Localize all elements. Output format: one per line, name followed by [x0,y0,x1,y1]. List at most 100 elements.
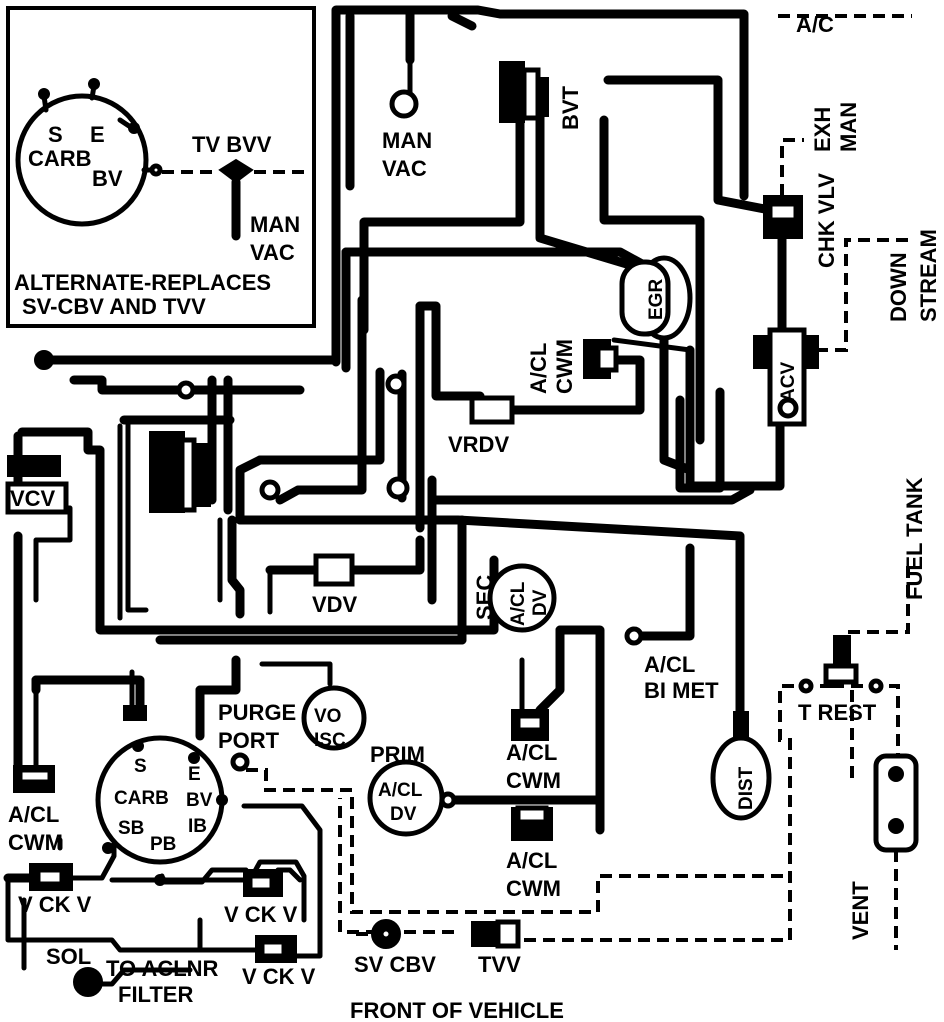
inset-s-label: S [48,122,63,147]
vckv-valve-3 [255,935,297,963]
man-vac-label-1: MAN [382,128,432,153]
sv-cbv-label: SV CBV [354,952,436,977]
prim-label: PRIM [370,742,425,767]
prim-dv-label: DV [390,804,417,825]
vckv-label-2: V CK V [224,902,298,927]
inset-tv-bvv-valve [218,158,254,184]
stream-label: STREAM [916,229,941,322]
acl-cwm-mid-label-2: CWM [506,768,561,793]
vo-isc [301,685,367,751]
sec-acl-label: A/CL [508,581,529,626]
carb-sb-label: SB [118,818,144,839]
inset-carb-label: CARB [28,146,92,171]
acl-cwm-low [511,805,553,841]
acl-cwm-left-label-2: CWM [8,830,63,855]
acl-cwm-top [583,339,619,379]
vckv-valve-2 [243,869,283,897]
to-aclnr-label-1: TO ACLNR [106,956,219,981]
t-rest-label: T REST [798,700,877,725]
acl-cwm-left [13,765,55,793]
acl-cwm-top-label-2: CWM [552,339,577,394]
vcv-left-label: VCV [10,486,56,511]
dashed-routing [246,14,912,950]
bvt-label: BVT [558,85,583,130]
tvv-valve [471,919,521,949]
carb-ib-label: IB [188,816,207,837]
bvt-valve [499,61,549,123]
inset-alternate-line2: SV-CBV AND TVV [22,294,206,319]
ac-label: A/C [796,12,834,37]
vrdv-label: VRDV [448,432,509,457]
carb-e-label: E [188,764,201,785]
distributor [710,711,772,821]
vcv-middle-label: VCV [158,462,183,508]
inset-vac-label: VAC [250,240,295,265]
front-of-vehicle-label: FRONT OF VEHICLE [350,998,564,1022]
port-label: PORT [218,728,280,753]
sec-acl-dv [487,563,557,633]
exh-label: EXH [810,107,835,152]
inset-bv-label: BV [92,166,123,191]
acl-cwm-mid-label-1: A/CL [506,740,557,765]
acl-cwm-top-label-1: A/CL [526,343,551,394]
acv-label: ACV [778,362,799,402]
inset-carburetor [15,93,149,227]
sec-dv-label: DV [530,589,551,616]
fuel-tank-label: FUEL TANK [902,477,927,600]
chk-vlv-label: CHK VLV [814,173,839,268]
inset-e-label: E [90,122,105,147]
fuel-tank-canister [873,753,919,853]
acv-valve [753,327,819,427]
man-vac-port [389,89,419,119]
to-aclnr-label-2: FILTER [118,982,193,1007]
acl-cwm-low-label-1: A/CL [506,848,557,873]
man-label: MAN [836,102,861,152]
acl-cwm-mid [511,709,549,741]
sol-label: SOL [46,944,91,969]
fitting [385,373,407,395]
egr-label: EGR [646,279,667,320]
vacuum-hoses [3,5,787,987]
vckv-label-1: V CK V [18,892,92,917]
vdv-label: VDV [312,592,358,617]
inset-man-label: MAN [250,212,300,237]
man-vac-label-2: VAC [382,156,427,181]
acl-cwm-left-label-1: A/CL [8,802,59,827]
egr-valve [619,255,693,341]
alternate-inset: S E CARB BV TV BVV MAN VAC ALTERNATE-REP… [6,6,316,328]
vcv-middle-valve [149,431,211,513]
vdv-valve [313,553,355,587]
carb-s-label: S [134,756,147,777]
vrdv-valve [469,395,515,425]
acl-cwm-low-label-2: CWM [506,876,561,901]
carb-bv-label: BV [186,790,213,811]
acl-bimet-label-2: BI MET [644,678,719,703]
acl-bimet-label-1: A/CL [644,652,695,677]
fitting [123,705,147,721]
fitting [386,476,410,500]
solenoid [73,967,103,997]
vckv-valve-1 [29,863,73,891]
vcv-left-valve [5,455,69,515]
fitting [259,479,281,501]
inset-tv-bvv-label: TV BVV [192,132,272,157]
inset-alternate-line1: ALTERNATE-REPLACES [14,270,271,295]
sec-label: SEC [472,575,497,620]
purge-label: PURGE [218,700,296,725]
carburetor [95,735,228,886]
vckv-label-3: V CK V [242,964,316,989]
dist-label: DIST [736,766,757,810]
vent-label: VENT [848,881,873,940]
carb-label: CARB [114,788,169,809]
prim-acl-label: A/CL [378,780,423,801]
fuel-tank-fitting [823,635,859,685]
tvv-label: TVV [478,952,521,977]
fitting [34,350,54,370]
down-label: DOWN [886,252,911,322]
acl-bimet [624,626,644,646]
isc-label: ISC [314,730,346,751]
carb-pb-label: PB [150,834,176,855]
fitting [176,380,196,400]
vo-label: VO [314,706,341,727]
